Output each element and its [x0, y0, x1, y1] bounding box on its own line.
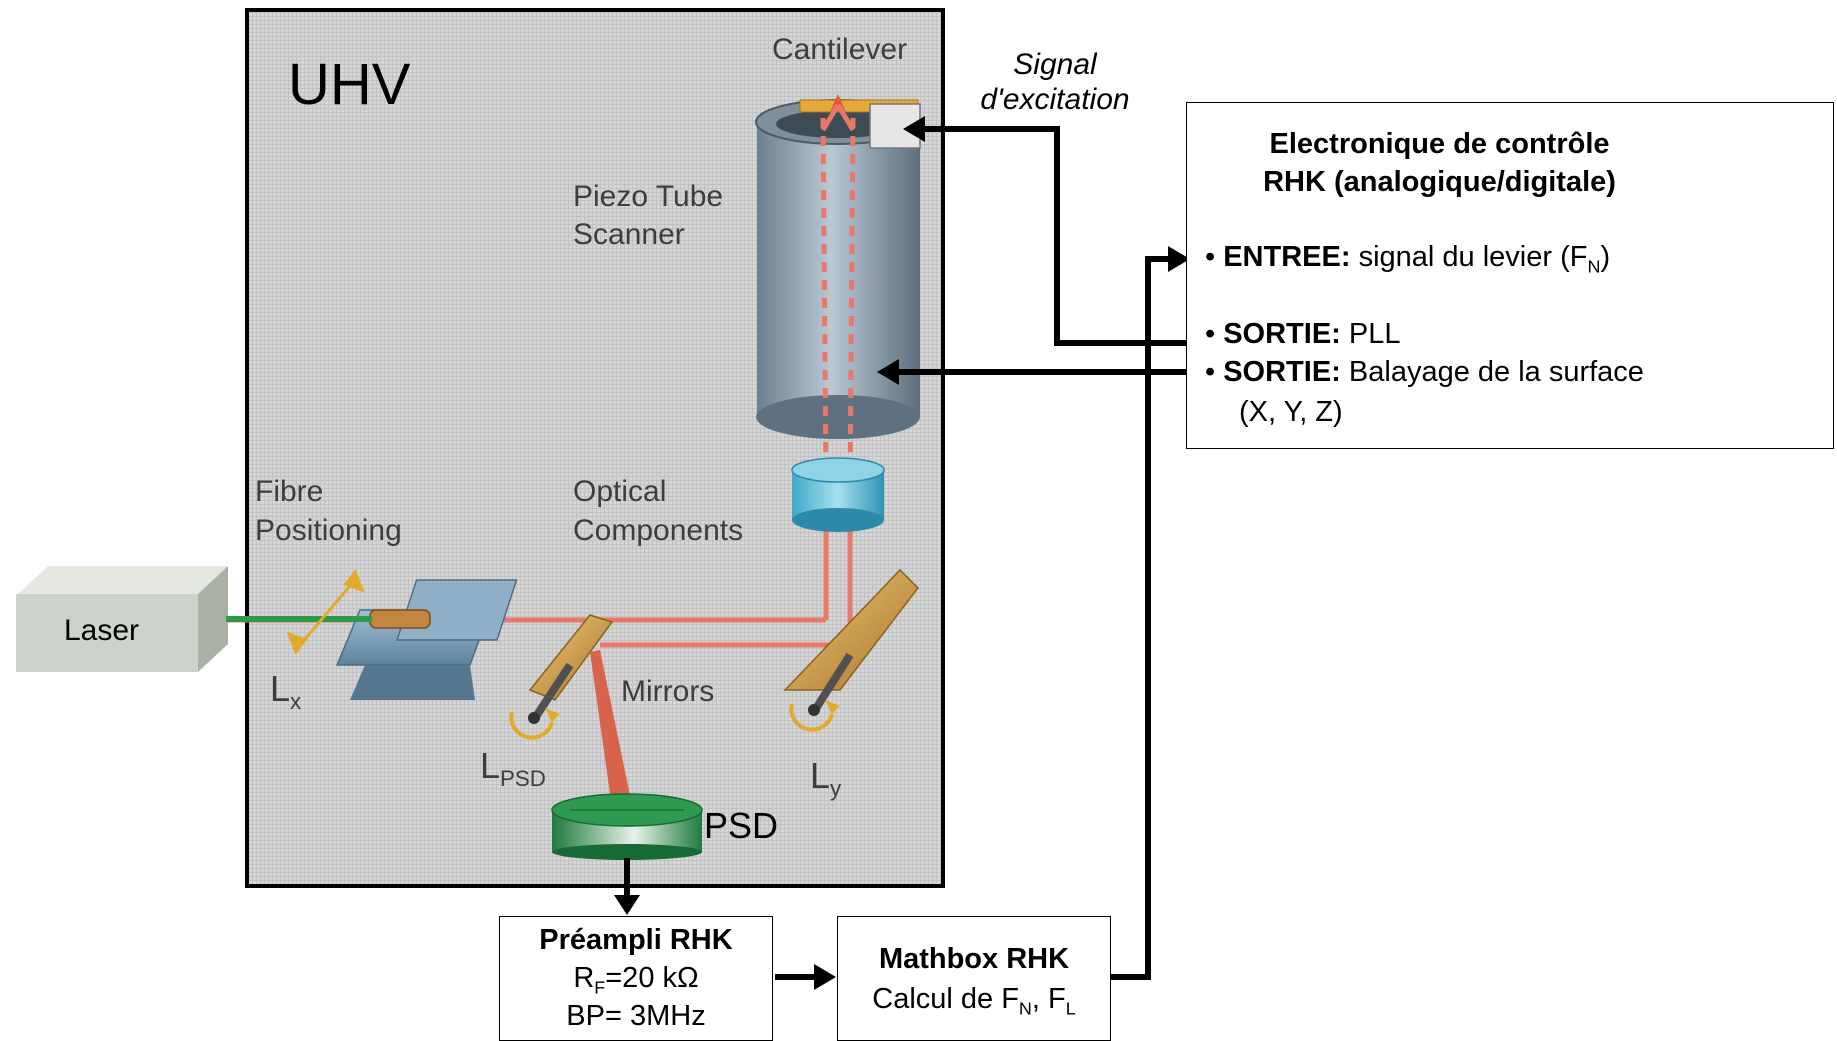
fibre-line-2: Positioning: [255, 514, 402, 547]
lx-sub: x: [290, 688, 302, 714]
bullet: •: [1205, 356, 1216, 388]
preampli-box: Préampli RHK RF=20 kΩ BP= 3MHz: [499, 916, 773, 1041]
preampli-rf: RF=20 kΩ: [500, 959, 772, 997]
psd-detector: [551, 793, 703, 860]
piezo-line-1: Piezo Tube: [573, 180, 724, 213]
optical-line-1: Optical: [573, 475, 667, 508]
lx-label: Lx: [270, 668, 301, 712]
electronics-box: Electronique de contrôle RHK (analogique…: [1186, 102, 1834, 449]
uhv-label: UHV: [288, 52, 411, 117]
bullet: •: [1205, 241, 1216, 273]
arrowheads: [614, 116, 1190, 990]
input-row: • ENTREE: signal du levier (FN): [1205, 241, 1611, 277]
fibre-stage: [335, 579, 518, 700]
output2-line-2: (X, Y, Z): [1239, 396, 1343, 428]
electronics-title: Electronique de contrôle RHK (analogique…: [1187, 125, 1692, 201]
optical-line-2: Components: [573, 514, 744, 547]
signal-excitation-label: Signal d'excitation: [970, 48, 1140, 117]
fibre-line-1: Fibre: [255, 475, 324, 508]
ly-label: Ly: [810, 755, 841, 799]
calc-sub1: N: [1018, 998, 1032, 1019]
output1-label: SORTIE:: [1223, 318, 1341, 350]
lpsd-sub: PSD: [500, 765, 546, 791]
signal-line-2: d'excitation: [980, 82, 1130, 116]
output2-text: Balayage de la surface: [1348, 356, 1644, 388]
rf-sub: F: [594, 977, 606, 998]
calc-sub2: L: [1065, 998, 1076, 1019]
mirror-left: [509, 614, 614, 740]
calc-text: Calcul de F: [872, 983, 1019, 1015]
mirrors-label: Mirrors: [621, 675, 715, 708]
mathbox-box: Mathbox RHK Calcul de FN, FL: [837, 916, 1111, 1041]
optical-lens: [791, 457, 885, 532]
input-close: ): [1600, 241, 1611, 273]
rf-value: =20 kΩ: [605, 962, 699, 994]
piezo-line-2: Scanner: [573, 218, 685, 251]
signal-lines: [624, 126, 1190, 980]
output1-text: PLL: [1348, 318, 1401, 350]
cantilever-label: Cantilever: [772, 33, 908, 66]
preampli-title: Préampli RHK: [539, 924, 733, 956]
bullet: •: [1205, 318, 1216, 350]
lpsd-label: LPSD: [480, 745, 546, 789]
ly-sub: y: [830, 775, 842, 801]
lpsd-main: L: [480, 745, 501, 786]
psd-label: PSD: [704, 805, 779, 846]
output2-label: SORTIE:: [1223, 356, 1341, 388]
ly-main: L: [810, 755, 831, 796]
input-text: signal du levier (F: [1358, 241, 1588, 273]
electronics-title-line-1: Electronique de contrôle: [1269, 128, 1610, 160]
preampli-bp: BP= 3MHz: [566, 1000, 706, 1032]
output2-row: • SORTIE: Balayage de la surface: [1205, 356, 1644, 389]
mathbox-title: Mathbox RHK: [878, 943, 1070, 975]
laser-label: Laser: [64, 614, 140, 647]
psd-beam: [590, 650, 632, 808]
piezo-tube: [755, 99, 921, 439]
laser-source: [16, 566, 228, 672]
mirror-right: [783, 568, 919, 732]
input-label: ENTREE:: [1223, 241, 1351, 273]
input-sub: N: [1587, 256, 1601, 277]
lx-main: L: [270, 668, 291, 709]
electronics-title-line-2: RHK (analogique/digitale): [1263, 166, 1616, 198]
optical-label: Optical Components: [573, 472, 743, 550]
output1-row: • SORTIE: PLL: [1205, 318, 1401, 351]
fibre-label: Fibre Positioning: [255, 472, 402, 550]
lx-arrow: [286, 568, 365, 656]
mathbox-calc: Calcul de FN, FL: [838, 979, 1110, 1019]
calc-sep: , F: [1031, 983, 1066, 1015]
rf-main: R: [573, 962, 595, 994]
signal-line-1: Signal: [1013, 48, 1097, 81]
piezo-label: Piezo Tube Scanner: [573, 178, 723, 254]
